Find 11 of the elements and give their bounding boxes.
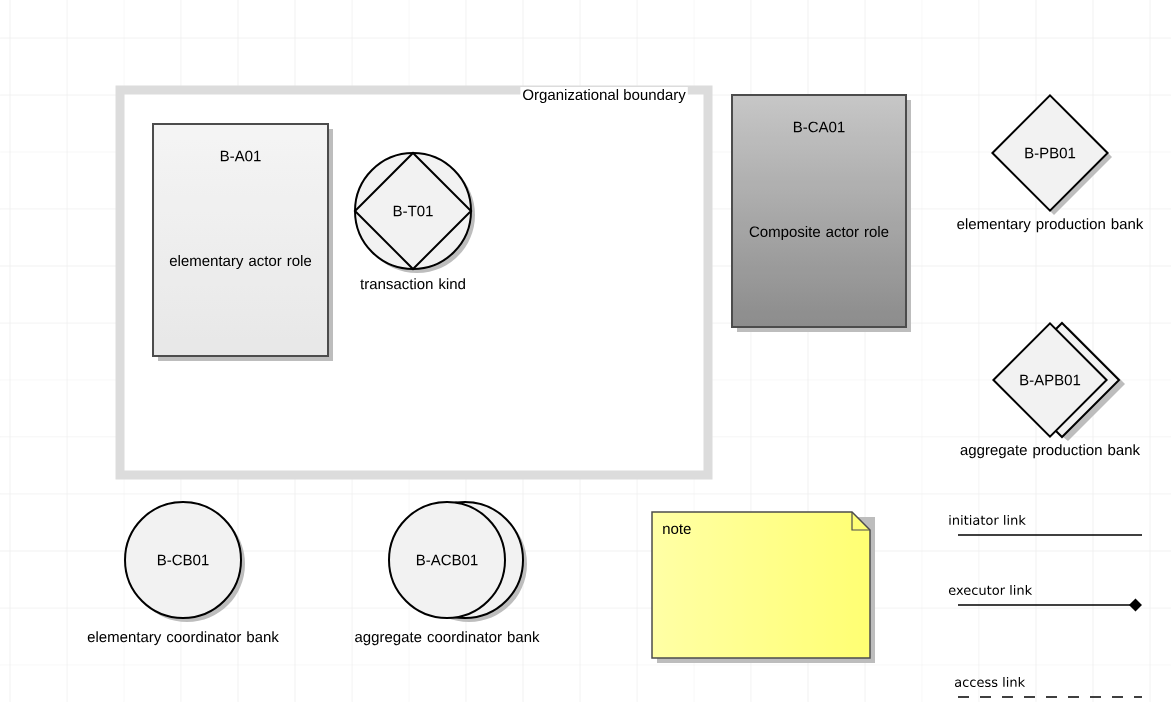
note-box: note [651, 511, 875, 663]
actor-role-box: B-CA01 Composite actor role [731, 94, 911, 332]
legend-label: initiator link [949, 514, 1026, 526]
actor-role-box: B-A01 elementary actor role [152, 123, 333, 361]
shape-caption: elementary coordinator bank [87, 631, 279, 646]
shape-caption: aggregate production bank [960, 444, 1141, 459]
shape-caption: elementary production bank [957, 218, 1144, 233]
shape-caption: transaction kind [360, 278, 465, 290]
legend-label: executor link [948, 584, 1033, 596]
shape-caption: aggregate coordinator bank [355, 631, 540, 646]
legend-label: access link [955, 676, 1026, 688]
